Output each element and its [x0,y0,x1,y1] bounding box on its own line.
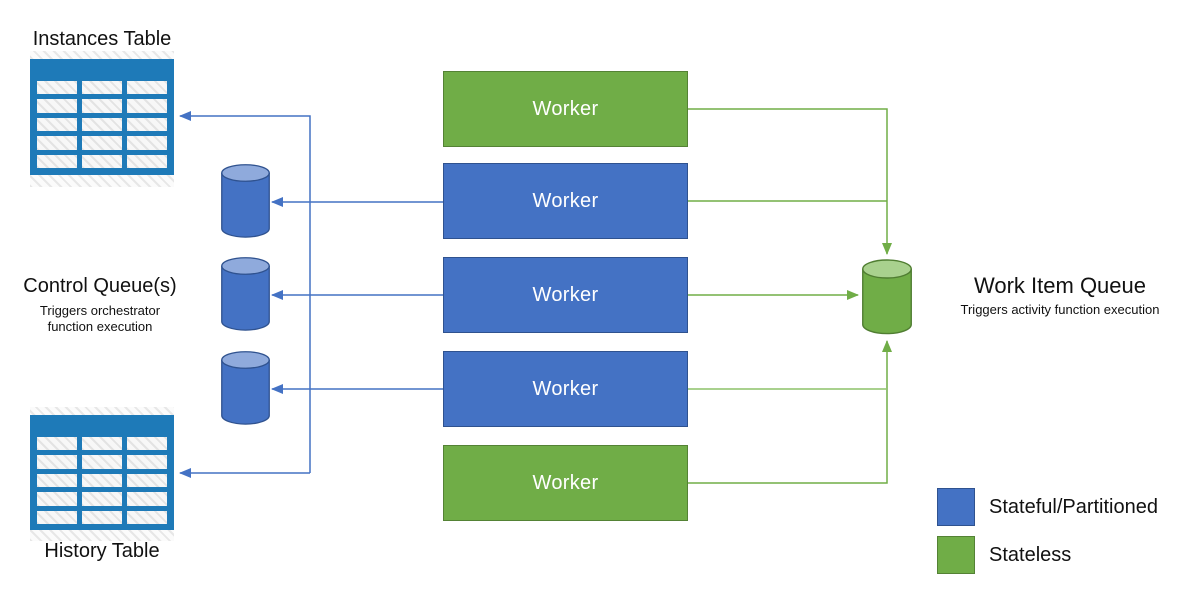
table-cell [127,455,167,469]
work-item-queue-subtitle: Triggers activity function execution [960,302,1160,317]
table-cell [127,510,167,524]
table-cell [82,473,122,488]
worker-box-5: Worker [443,445,688,521]
table-header-band [37,59,167,81]
table-cell [82,154,122,168]
legend-swatch-stateless [937,536,975,574]
control-queues-subtitle: Triggers orchestrator function execution [39,303,161,334]
table-cell [82,81,122,95]
instances-table-title: Instances Table [32,28,172,50]
control-queue-cylinder-1 [221,164,270,243]
legend-label-stateless: Stateless [989,543,1072,566]
table-cell [37,136,77,150]
table-cell [127,99,167,113]
table-cell [127,117,167,132]
table-cell [127,81,167,95]
table-cell [37,437,77,451]
history-table-title: History Table [44,540,160,562]
control-queue-cylinder-2 [221,257,270,336]
table-cell [37,117,77,132]
table-cell [127,136,167,150]
worker-box-2: Worker [443,163,688,239]
queue-cylinder-icon [221,164,270,238]
worker-label: Worker [532,283,599,306]
table-cell [37,154,77,168]
table-cell [37,99,77,113]
table-cell [82,492,122,506]
table-cell [37,510,77,524]
table-cell [82,117,122,132]
queue-cylinder-icon [221,351,270,425]
table-cell [37,492,77,506]
history-table-icon [30,415,174,530]
table-cell [127,437,167,451]
table-cell [82,455,122,469]
table-cell [127,492,167,506]
queue-cylinder-icon [221,257,270,331]
control-queue-cylinder-3 [221,351,270,430]
table-cell [37,455,77,469]
arrow-worker5-to-work-item-queue [688,340,892,484]
work-item-queue-cylinder [862,259,912,340]
legend-swatch-stateful [937,488,975,526]
worker-label: Worker [532,189,599,212]
worker-box-1: Worker [443,71,688,147]
worker-label: Worker [532,377,599,400]
table-cell [127,473,167,488]
worker-label: Worker [532,97,599,120]
table-cell [127,154,167,168]
table-cell [82,437,122,451]
worker-box-4: Worker [443,351,688,427]
table-cell [82,136,122,150]
work-item-queue-title: Work Item Queue [974,273,1146,298]
worker-box-3: Worker [443,257,688,333]
legend-label-stateful: Stateful/Partitioned [989,495,1158,518]
table-cell [82,99,122,113]
control-queues-title: Control Queue(s) [23,275,177,297]
table-header-band [37,415,167,437]
worker-label: Worker [532,471,599,494]
table-grid [37,437,167,524]
queue-cylinder-icon [862,259,912,335]
table-cell [82,510,122,524]
arrow-worker1-to-work-item-queue [688,108,892,255]
table-cell [37,81,77,95]
instances-table-icon [30,59,174,175]
table-grid [37,81,167,168]
table-cell [37,473,77,488]
